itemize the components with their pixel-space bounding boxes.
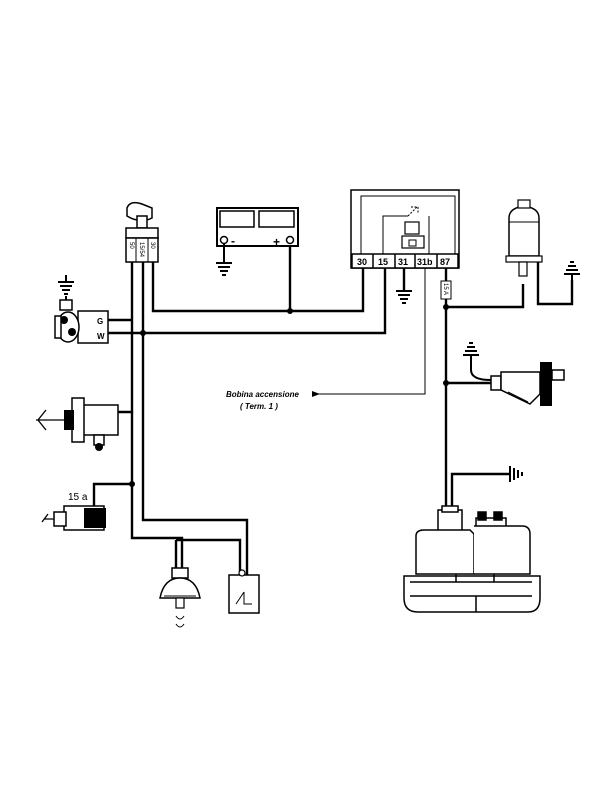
switch-pin-15-54: 15/54	[138, 242, 144, 258]
switch-pin-30: 30	[149, 242, 155, 249]
pressure-switch	[228, 569, 260, 614]
engine-block	[403, 505, 541, 613]
ground-icon	[564, 261, 580, 282]
relay-terminal-87: 87	[440, 257, 450, 267]
ground-icon	[396, 290, 412, 304]
ground-icon	[463, 342, 492, 381]
temperature-sensor	[490, 362, 565, 406]
relay-terminal-15: 15	[378, 257, 388, 267]
ignition-switch: 50 15/54 30	[125, 201, 159, 263]
fuse-label: 15 A	[442, 283, 448, 295]
relay: 30 15 31 31b 87	[350, 189, 460, 269]
relay-terminal-31: 31	[398, 257, 408, 267]
fuel-solenoid	[36, 397, 119, 451]
coil-note-line1: Bobina accensione	[226, 390, 299, 399]
starter-label: 15 a	[68, 492, 88, 503]
battery: - +	[216, 207, 299, 262]
fuel-pump	[505, 199, 543, 277]
relay-terminal-31b: 31b	[417, 257, 433, 267]
ground-icon	[216, 262, 232, 276]
fuse: 15 A	[440, 280, 452, 300]
alternator: G W	[54, 296, 109, 344]
switch-pin-50: 50	[128, 242, 134, 249]
horn	[159, 567, 201, 628]
ground-icon	[58, 275, 74, 295]
alternator-w-label: W	[97, 332, 105, 341]
battery-plus-label: +	[273, 235, 280, 249]
coil-note-line2: ( Term. 1 )	[240, 402, 278, 411]
relay-terminal-30: 30	[357, 257, 367, 267]
ground-icon	[509, 466, 523, 482]
alternator-g-label: G	[97, 317, 103, 326]
starter-motor: 15 a	[41, 492, 106, 531]
battery-minus-label: -	[231, 234, 235, 248]
junctions	[129, 304, 449, 487]
